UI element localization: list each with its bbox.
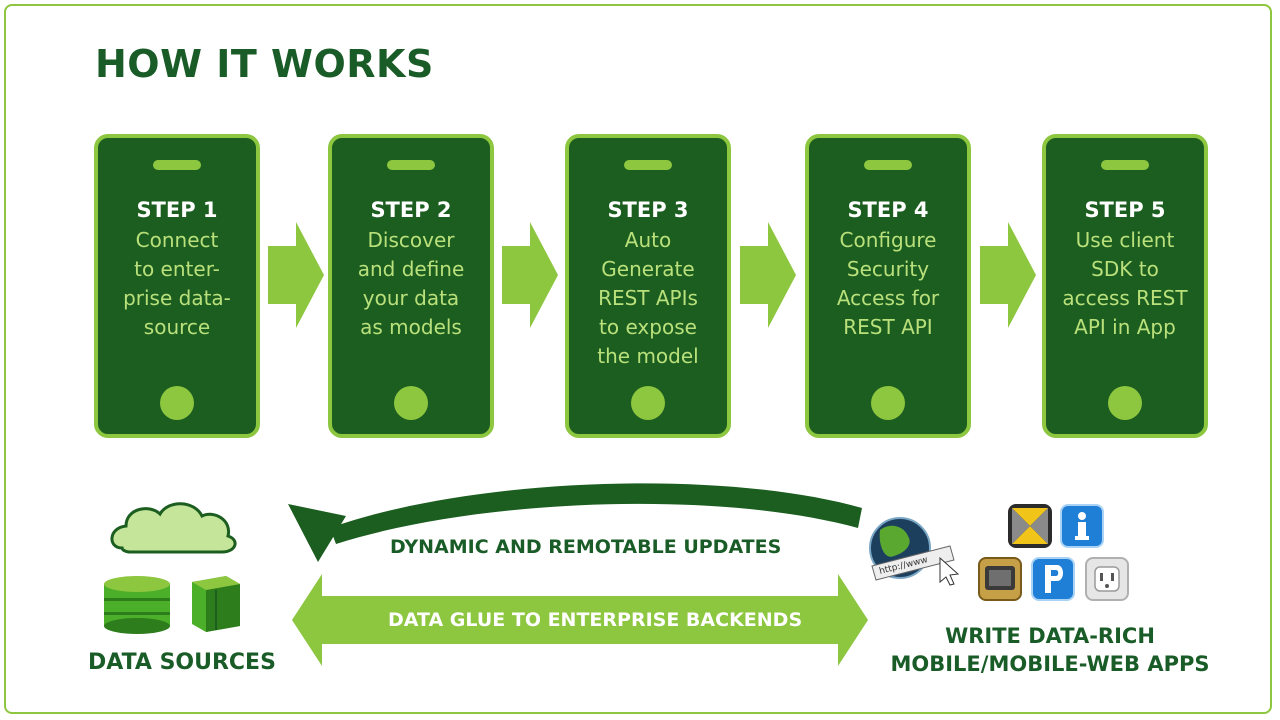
parking-app-icon xyxy=(1031,557,1075,601)
step-5-title: STEP 5 xyxy=(1084,198,1166,222)
tv-icon xyxy=(985,566,1015,590)
step-1-title: STEP 1 xyxy=(136,198,218,222)
updates-curved-arrow xyxy=(288,483,862,562)
step-3-description: Auto Generate REST APIs to expose the mo… xyxy=(597,228,699,368)
parking-icon xyxy=(1045,565,1063,593)
globe-icon: http://www xyxy=(869,517,960,586)
step-arrow-2-3 xyxy=(502,222,558,328)
step-2-description: Discover and define your data as models xyxy=(357,228,465,339)
tv-app-icon xyxy=(978,557,1022,601)
page-title: HOW IT WORKS xyxy=(95,42,434,86)
step-arrow-3-4 xyxy=(740,222,796,328)
updates-flow-label: DYNAMIC AND REMOTABLE UPDATES xyxy=(390,536,782,558)
step-3-phone: STEP 3 Auto Generate REST APIs to expose… xyxy=(565,134,731,438)
glue-double-arrow xyxy=(292,574,868,666)
glue-flow-label: DATA GLUE TO ENTERPRISE BACKENDS xyxy=(388,609,803,631)
cube-icon xyxy=(192,576,240,632)
phone-home-button xyxy=(160,386,194,420)
info-app-icon xyxy=(1060,504,1104,548)
database-icon xyxy=(104,576,170,634)
step-4-description: Configure Security Access for REST API xyxy=(836,228,940,339)
hourglass-icon xyxy=(1012,508,1048,544)
cloud-icon xyxy=(110,502,237,554)
power-outlet-app-icon xyxy=(1085,557,1129,601)
step-3-title: STEP 3 xyxy=(607,198,689,222)
step-arrow-1-2 xyxy=(268,222,324,328)
phone-speaker xyxy=(387,160,435,170)
step-arrow-4-5 xyxy=(980,222,1036,328)
power-outlet-icon xyxy=(1094,566,1120,592)
step-4-phone: STEP 4 Configure Security Access for RES… xyxy=(805,134,971,438)
step-2-phone: STEP 2 Discover and define your data as … xyxy=(328,134,494,438)
phone-speaker xyxy=(624,160,672,170)
info-icon xyxy=(1075,512,1089,540)
step-4-title: STEP 4 xyxy=(847,198,929,222)
phone-speaker xyxy=(1101,160,1149,170)
phone-home-button xyxy=(1108,386,1142,420)
step-1-phone: STEP 1 Connect to enter- prise data- sou… xyxy=(94,134,260,438)
phone-home-button xyxy=(631,386,665,420)
hourglass-app-icon xyxy=(1008,504,1052,548)
phone-speaker xyxy=(153,160,201,170)
diagram-frame xyxy=(4,4,1272,714)
phone-home-button xyxy=(394,386,428,420)
phone-home-button xyxy=(871,386,905,420)
phone-speaker xyxy=(864,160,912,170)
step-5-phone: STEP 5 Use client SDK to access REST API… xyxy=(1042,134,1208,438)
data-sources-label: DATA SOURCES xyxy=(88,650,276,675)
apps-label: WRITE DATA-RICH MOBILE/MOBILE-WEB APPS xyxy=(890,624,1210,676)
step-5-description: Use client SDK to access REST API in App xyxy=(1062,228,1188,339)
step-2-title: STEP 2 xyxy=(370,198,452,222)
step-1-description: Connect to enter- prise data- source xyxy=(123,228,231,339)
